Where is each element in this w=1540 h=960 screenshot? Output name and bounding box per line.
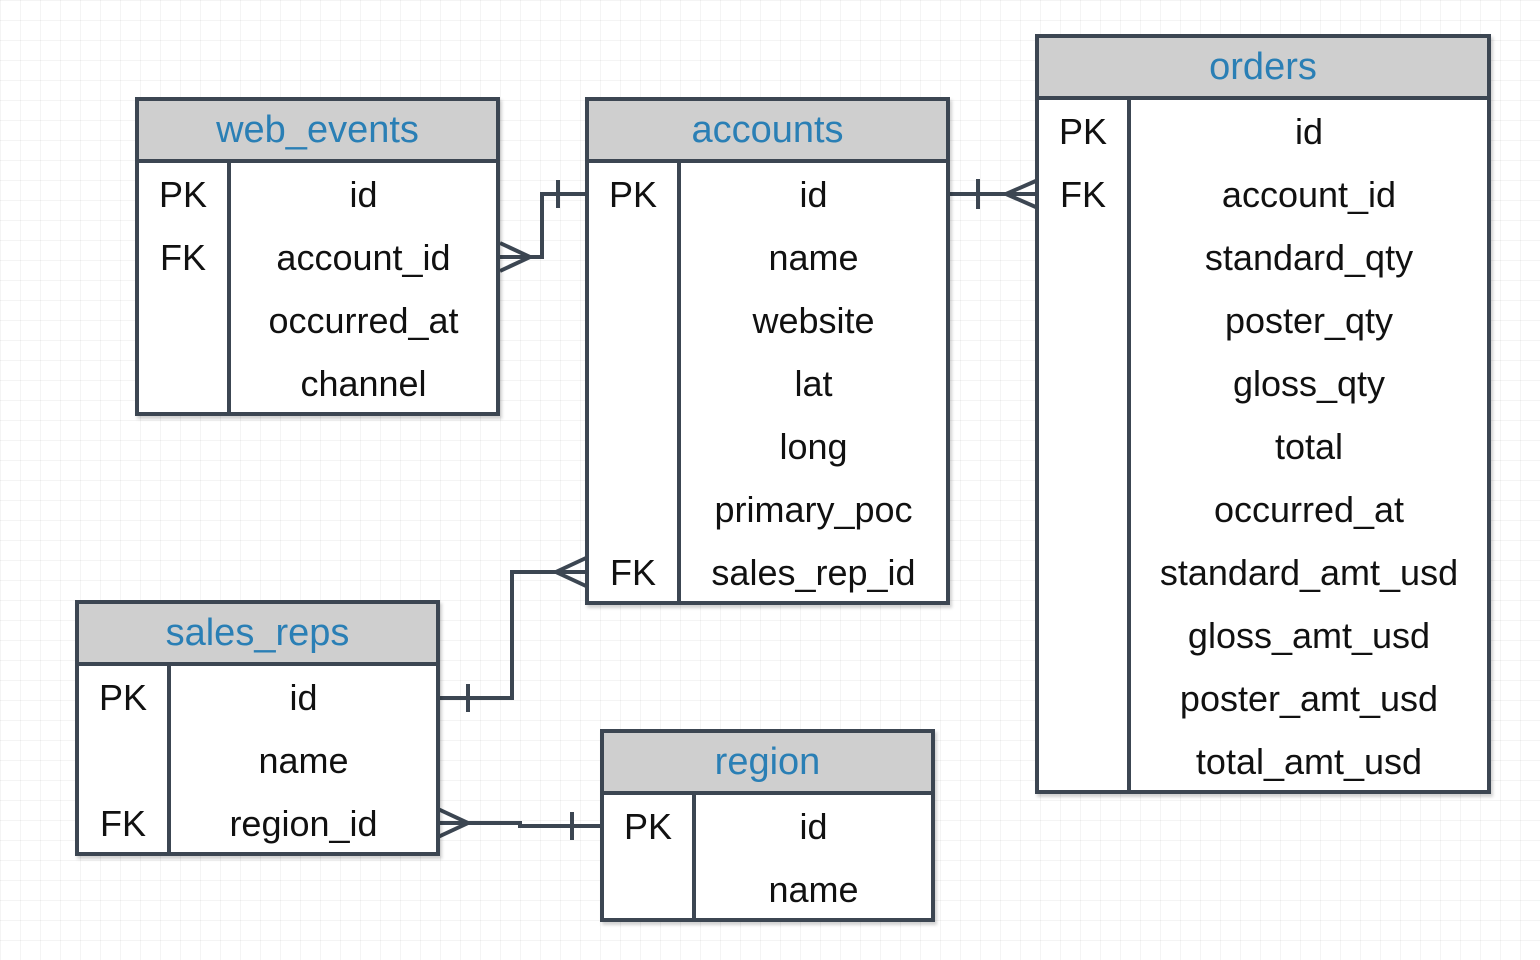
connector-line <box>438 570 586 700</box>
table-row: standard_amt_usd <box>1039 541 1487 604</box>
table-row: FK sales_rep_id <box>589 541 946 604</box>
table-row: gloss_qty <box>1039 352 1487 415</box>
key-divider <box>1127 100 1131 794</box>
table-row: occurred_at <box>1039 478 1487 541</box>
key-divider <box>227 163 231 416</box>
rel-accounts-sales-reps <box>438 556 587 712</box>
column-name: id <box>799 174 828 215</box>
table-body: PK id name website lat long primary_poc F… <box>589 163 946 605</box>
table-row: PK id <box>1039 100 1487 163</box>
key-divider <box>692 795 696 922</box>
key-label: FK <box>99 803 146 844</box>
column-name: occurred_at <box>268 300 459 341</box>
key-label: PK <box>158 174 208 215</box>
table-row: name <box>604 858 931 921</box>
key-label: FK <box>159 237 206 278</box>
column-name: primary_poc <box>714 489 913 530</box>
column-name: channel <box>300 363 427 404</box>
table-sales-reps[interactable]: sales_reps PK id name FK region_id <box>75 600 440 856</box>
table-row: PK id <box>139 163 496 226</box>
table-row: gloss_amt_usd <box>1039 604 1487 667</box>
key-label: FK <box>1059 174 1106 215</box>
key-label: FK <box>609 552 656 593</box>
connector-line <box>438 821 602 828</box>
column-name: id <box>349 174 378 215</box>
table-row: FK account_id <box>1039 163 1487 226</box>
column-name: standard_qty <box>1204 237 1414 278</box>
key-label: PK <box>1058 111 1108 152</box>
column-name: id <box>289 677 318 718</box>
table-row: long <box>589 415 946 478</box>
crowfoot-many <box>551 556 587 588</box>
column-name: name <box>768 237 859 278</box>
table-body: PK id FK account_id occurred_at channel <box>139 163 496 416</box>
column-name: id <box>799 806 828 847</box>
column-name: occurred_at <box>1213 489 1405 530</box>
table-orders[interactable]: orders PK id FK account_id standard_qty po… <box>1035 34 1491 794</box>
table-row: primary_poc <box>589 478 946 541</box>
column-name: account_id <box>1221 174 1397 215</box>
key-divider <box>167 666 171 856</box>
connector-line <box>500 192 586 259</box>
table-row: website <box>589 289 946 352</box>
table-row: occurred_at <box>139 289 496 352</box>
table-body: PK id FK account_id standard_qty poster_qt… <box>1039 100 1487 794</box>
table-web-events[interactable]: web_events PK id FK account_id occurred_at… <box>135 97 500 416</box>
rel-web-events-accounts <box>499 180 586 273</box>
rel-sales-reps-region <box>437 807 602 840</box>
table-row: lat <box>589 352 946 415</box>
table-row: FK account_id <box>139 226 496 289</box>
column-name: id <box>1294 111 1324 152</box>
column-name: account_id <box>276 237 451 278</box>
column-name: website <box>752 300 875 341</box>
column-name: poster_qty <box>1224 300 1394 341</box>
key-divider <box>677 163 681 605</box>
table-row: channel <box>139 352 496 415</box>
table-title: region <box>604 733 931 795</box>
table-body: PK id name FK region_id <box>79 666 436 856</box>
crowfoot-many <box>499 241 535 273</box>
table-body: PK id name <box>604 795 931 922</box>
column-name: total <box>1274 426 1344 467</box>
crowfoot-many <box>1001 178 1039 210</box>
column-name: poster_amt_usd <box>1179 678 1439 719</box>
column-name: gloss_qty <box>1232 363 1386 404</box>
column-name: standard_amt_usd <box>1159 552 1459 593</box>
table-row: name <box>589 226 946 289</box>
table-row: poster_qty <box>1039 289 1487 352</box>
table-row: poster_amt_usd <box>1039 667 1487 730</box>
column-name: lat <box>794 363 833 404</box>
table-row: FK region_id <box>79 792 436 855</box>
table-row: total_amt_usd <box>1039 730 1487 793</box>
table-region[interactable]: region PK id name <box>600 729 935 922</box>
table-title: accounts <box>589 101 946 163</box>
table-title: sales_reps <box>79 604 436 666</box>
key-label: PK <box>608 174 658 215</box>
key-label: PK <box>98 677 148 718</box>
table-row: standard_qty <box>1039 226 1487 289</box>
table-row: PK id <box>604 795 931 858</box>
column-name: sales_rep_id <box>711 552 916 593</box>
table-row: name <box>79 729 436 792</box>
table-title: orders <box>1039 38 1487 100</box>
table-row: PK id <box>589 163 946 226</box>
column-name: long <box>779 426 848 467</box>
column-name: total_amt_usd <box>1195 741 1423 782</box>
rel-orders-accounts <box>948 178 1039 210</box>
column-name: name <box>258 740 349 781</box>
crowfoot-many <box>437 807 473 839</box>
table-row: total <box>1039 415 1487 478</box>
column-name: name <box>768 869 859 910</box>
table-accounts[interactable]: accounts PK id name website lat long prim… <box>585 97 950 605</box>
column-name: region_id <box>229 803 378 844</box>
table-row: PK id <box>79 666 436 729</box>
table-title: web_events <box>139 101 496 163</box>
column-name: gloss_amt_usd <box>1187 615 1431 656</box>
key-label: PK <box>623 806 673 847</box>
